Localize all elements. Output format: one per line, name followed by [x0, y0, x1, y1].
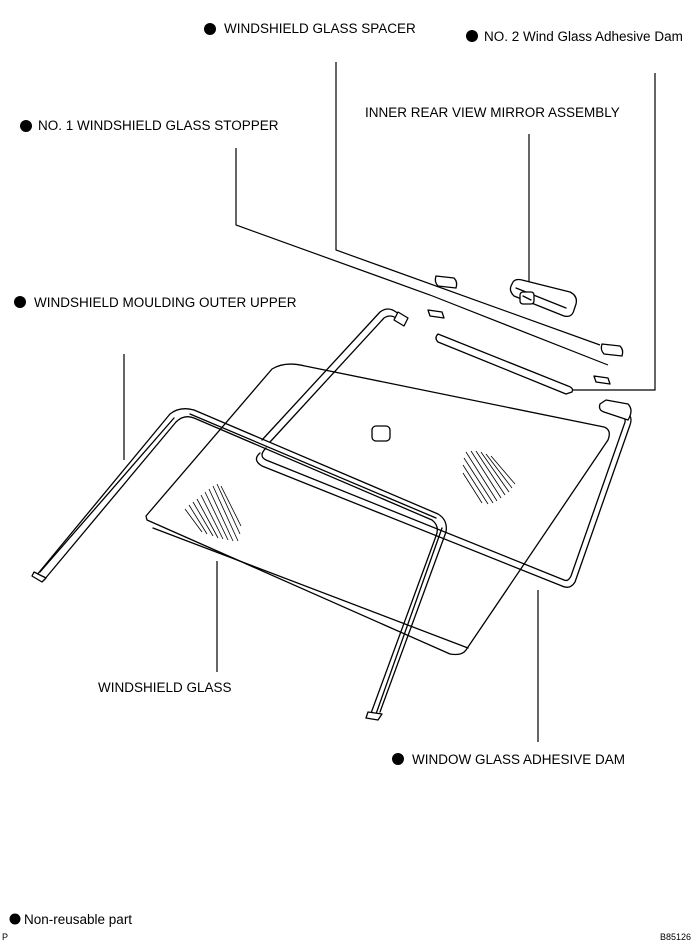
moulding-left-end	[31, 571, 47, 583]
moulding-right-end	[365, 711, 383, 721]
footer-left-code: P	[2, 932, 8, 942]
windshield-moulding-outer-upper	[35, 408, 447, 713]
legend-bullet	[9, 913, 21, 925]
glass-reflection-hatch-right	[462, 450, 516, 505]
moulding-right-midline	[375, 527, 443, 715]
label-inner-rear-view-mirror-assembly: INNER REAR VIEW MIRROR ASSEMBLY	[365, 105, 620, 120]
label-windshield-moulding-outer-upper: WINDSHIELD MOULDING OUTER UPPER	[34, 295, 297, 310]
windshield-moulding-outer-upper-inner	[43, 416, 438, 717]
figure-code: B85126	[660, 932, 691, 942]
adhesive-dam-upper-end	[393, 311, 409, 327]
leader-stopper	[235, 148, 609, 366]
moulding-top-midline	[189, 413, 437, 519]
mirror-mount-pad	[371, 425, 391, 442]
adhesive-dam-upper-left	[261, 308, 407, 441]
label-no2-wind-glass-adhesive-dam: NO. 2 Wind Glass Adhesive Dam	[484, 29, 683, 44]
legend-non-reusable-part: Non-reusable part	[24, 912, 132, 927]
leader-no2-dam	[570, 73, 656, 391]
moulding-left-midline	[39, 417, 175, 573]
label-no1-windshield-glass-stopper: NO. 1 WINDSHIELD GLASS STOPPER	[38, 118, 279, 133]
windshield-glass-spacer-right	[600, 343, 624, 357]
no1-windshield-glass-stopper-left	[427, 309, 445, 319]
label-windshield-glass-spacer: WINDSHIELD GLASS SPACER	[224, 21, 416, 36]
no2-wind-glass-adhesive-dam	[435, 333, 574, 395]
inner-rear-view-mirror-assembly	[509, 278, 578, 318]
no1-windshield-glass-stopper-right	[593, 375, 611, 385]
windshield-glass-spacer-left	[434, 275, 458, 289]
glass-reflection-hatch-left	[184, 483, 242, 542]
adhesive-dam-end-cap	[598, 399, 632, 421]
non-reusable-bullet-moulding	[14, 296, 26, 308]
non-reusable-bullet-stopper	[20, 120, 32, 132]
non-reusable-bullet-no2-dam	[466, 30, 478, 42]
label-window-glass-adhesive-dam: WINDOW GLASS ADHESIVE DAM	[412, 752, 625, 767]
windshield-glass	[145, 363, 610, 656]
windshield-glass-lower-edge	[152, 527, 469, 649]
non-reusable-bullet-spacer	[204, 23, 216, 35]
leader-spacer	[335, 62, 601, 346]
non-reusable-bullet-adhesive-dam	[392, 753, 404, 765]
label-windshield-glass: WINDSHIELD GLASS	[98, 680, 232, 695]
